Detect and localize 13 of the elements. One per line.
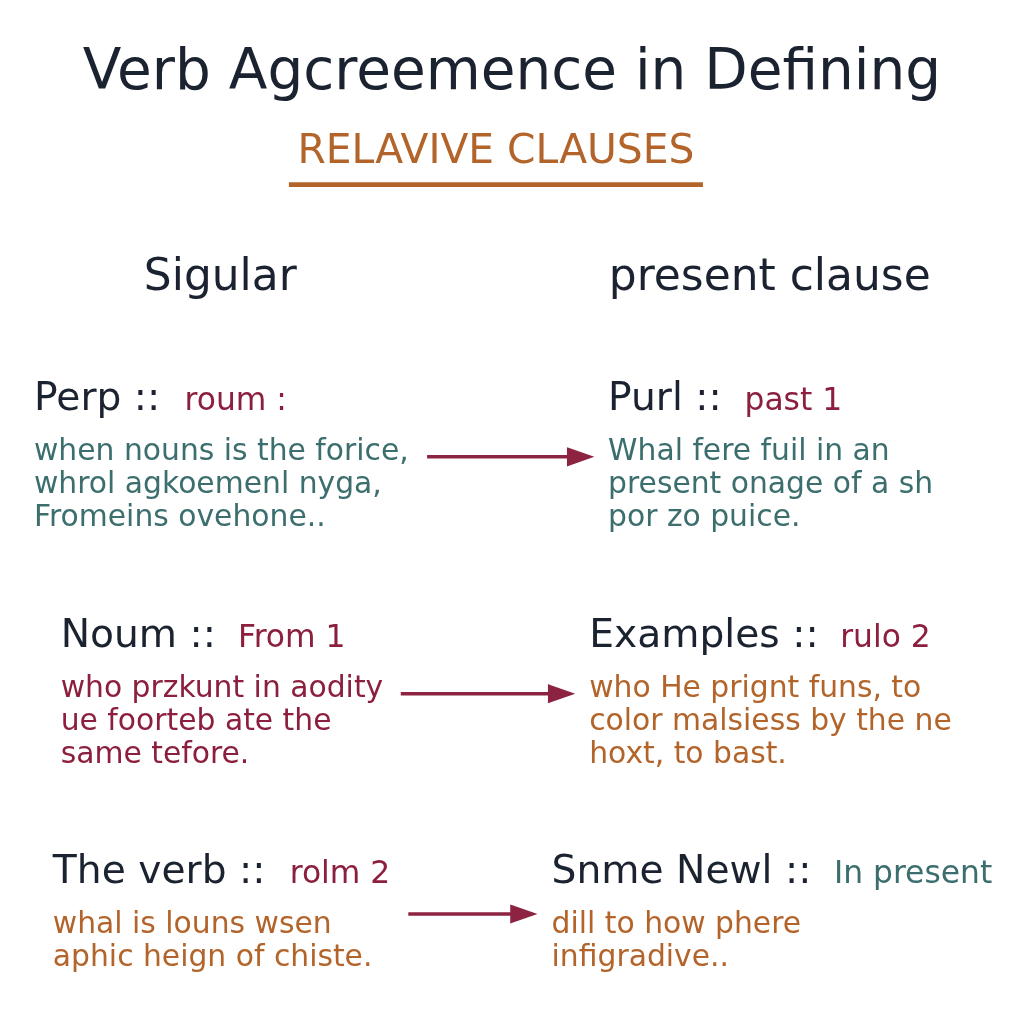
node-text: Perp :: roum : when nouns is the forice, whrol agkoemenl nyga, Fromeins ovehone.. bbox=[34, 373, 409, 533]
label: present clause bbox=[608, 248, 931, 300]
node-text: Snme Newl :: In present dill to how phere infigradive.. bbox=[551, 846, 993, 973]
node-text: Noum :: From 1 who przkunt in aodity ue foorteb ate the same tefore. bbox=[60, 610, 384, 770]
node-text: Purl :: past 1 Whal fere fuil in an present onage of a sh por zo puice. bbox=[608, 373, 934, 533]
label: Sigular bbox=[143, 248, 297, 300]
node-text: Examples :: rulo 2 who He prignt funs, to color malsiess by the ne hoxt, to bast. bbox=[589, 610, 952, 770]
arrow bbox=[400, 683, 576, 703]
arrow bbox=[408, 903, 538, 924]
label: RELAVIVE CLAUSES bbox=[297, 124, 695, 173]
node-text: The verb :: rolm 2 whal is louns wsen aphic heign of chiste. bbox=[52, 846, 391, 973]
diagram-title: Verb Agcreemence in Defining bbox=[82, 36, 942, 102]
arrow bbox=[427, 446, 595, 466]
